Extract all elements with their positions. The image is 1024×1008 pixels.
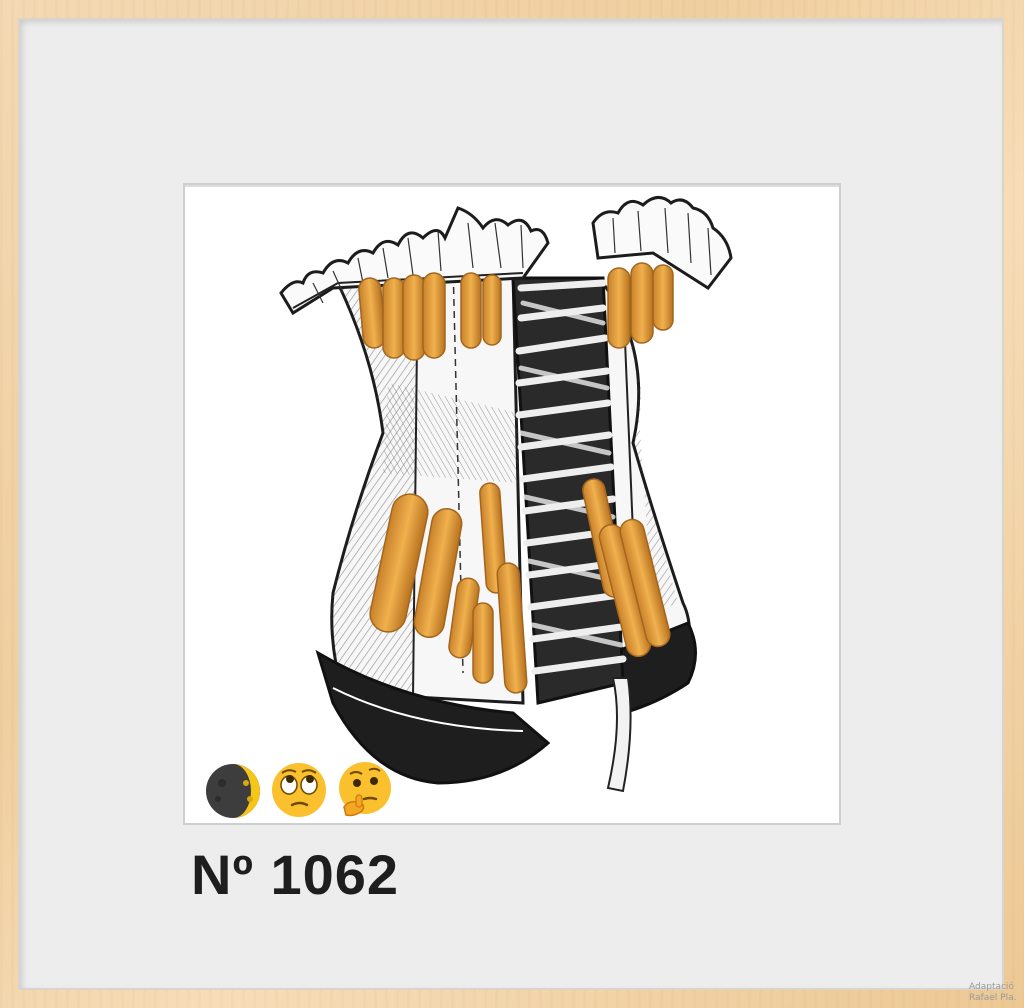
- baguettes: [358, 262, 674, 694]
- corset-bottom-trim: [315, 649, 551, 785]
- artwork-number: Nº 1062: [191, 843, 400, 906]
- thinking-face-icon: [339, 762, 391, 817]
- right-ruffle: [591, 196, 733, 291]
- waning-crescent-moon-icon: [206, 764, 260, 818]
- face-with-rolling-eyes-icon: [272, 763, 326, 817]
- artist-credit: Adaptació Rafael Pla.: [969, 982, 1017, 1003]
- corset-illustration: [279, 196, 733, 793]
- corset-artwork: Adaptació Rafael Pla.: [183, 183, 1016, 1003]
- left-ruffle: [279, 206, 550, 316]
- emoji-row: [204, 760, 394, 820]
- lace-ribbon-end: [606, 677, 632, 793]
